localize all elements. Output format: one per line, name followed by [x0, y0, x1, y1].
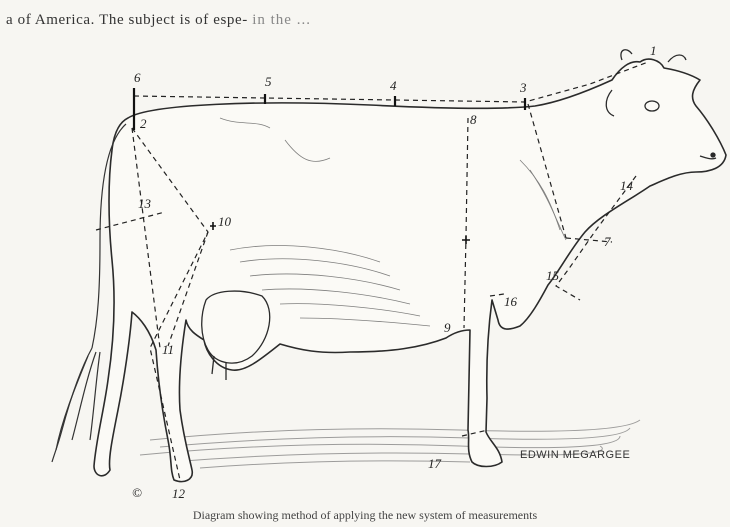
figure-caption: Diagram showing method of applying the n…	[0, 508, 730, 523]
point-label-14: 14	[620, 178, 634, 193]
copyright-mark: ©	[132, 485, 142, 500]
point-label-13: 13	[138, 196, 152, 211]
artist-signature: EDWIN MEGARGEE	[520, 449, 630, 461]
point-label-6: 6	[134, 70, 141, 85]
point-label-1: 1	[650, 43, 657, 58]
point-label-15: 15	[546, 268, 560, 283]
point-label-3: 3	[519, 80, 527, 95]
point-label-16: 16	[504, 294, 518, 309]
point-label-7: 7	[604, 234, 611, 249]
point-label-12: 12	[172, 486, 186, 501]
point-label-10: 10	[218, 214, 232, 229]
point-label-5: 5	[265, 74, 272, 89]
point-label-9: 9	[444, 320, 451, 335]
point-label-11: 11	[162, 342, 174, 357]
point-label-8: 8	[470, 112, 477, 127]
point-label-2: 2	[140, 116, 147, 131]
point-label-17: 17	[428, 456, 442, 471]
point-label-4: 4	[390, 78, 397, 93]
